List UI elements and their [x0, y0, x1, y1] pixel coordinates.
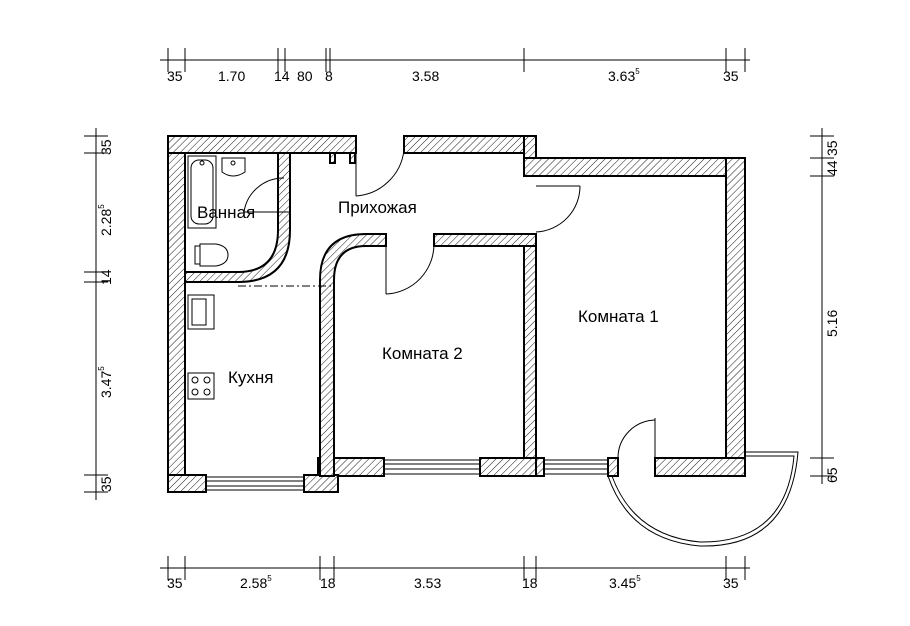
wall-room1-right	[725, 157, 746, 477]
wall-top-outer-b	[403, 135, 537, 154]
windows	[205, 459, 609, 491]
wall-kitchen-bottom-a	[167, 474, 207, 493]
window-room1	[543, 459, 609, 475]
dimensions-bottom: 35 2.585 18 3.53 18 3.455 35	[167, 574, 739, 591]
dim-label: 3.58	[412, 68, 439, 84]
room-label-hallway: Прихожая	[338, 198, 417, 217]
wall-kitchen-bottom-b	[303, 474, 339, 493]
wall-room1-bottom-a	[535, 457, 545, 477]
dim-label: 18	[320, 575, 336, 591]
toilet-icon	[199, 243, 229, 267]
wall-room2-top	[433, 233, 537, 247]
room-label-kitchen: Кухня	[228, 368, 274, 387]
bathtub	[187, 155, 217, 229]
wall-top-outer-a	[167, 135, 357, 154]
room-label-bathroom: Ванная	[197, 203, 255, 222]
dimensions-left: 35 2.285 14 3.475 35	[97, 139, 114, 492]
dim-label: 35	[98, 139, 114, 155]
wall-room1-top	[523, 157, 746, 177]
dimension-lines	[84, 48, 834, 580]
dim-label: 3.53	[414, 575, 441, 591]
doors	[238, 140, 656, 476]
dim-label: 5.16	[824, 310, 840, 337]
dim-label: 35	[167, 68, 183, 84]
window-kitchen	[205, 476, 305, 491]
dim-label: 14	[274, 68, 290, 84]
dimensions-right: 44 35 5.16 65	[824, 140, 840, 483]
dim-label: 8	[325, 68, 333, 84]
dim-label: 35	[723, 575, 739, 591]
wall-room1-bottom-c	[654, 457, 746, 477]
wall-room2-left	[319, 233, 387, 477]
room-label-room2: Комната 2	[382, 344, 463, 363]
stove-icon	[187, 372, 215, 400]
dim-label: 14	[98, 269, 114, 285]
dim-label: 3.455	[609, 574, 641, 591]
wall-stub-1	[329, 152, 336, 164]
dim-label: 35	[98, 476, 114, 492]
dim-label: 18	[522, 575, 538, 591]
kitchen-fixtures	[187, 294, 215, 400]
wall-bath-right	[184, 152, 291, 283]
dim-label: 3.635	[608, 67, 640, 84]
dim-label: 2.585	[240, 574, 272, 591]
dim-label: 1.70	[218, 68, 245, 84]
sink-icon	[221, 157, 246, 177]
dim-label: 35	[167, 575, 183, 591]
kitchen-sink-icon	[187, 294, 215, 330]
dimensions-top: 35 1.70 14 80 8 3.58 3.635 35	[167, 67, 739, 84]
dim-label: 3.475	[97, 366, 114, 398]
window-room2	[383, 459, 481, 475]
dim-label: 65	[824, 467, 840, 483]
wall-room1-left	[523, 233, 537, 477]
room-label-room1: Комната 1	[578, 307, 659, 326]
wall-room2-bottom-b	[479, 457, 537, 477]
wall-left-outer	[167, 135, 186, 493]
balcony	[607, 451, 799, 547]
dim-label: 44	[824, 160, 840, 176]
wall-stub-2	[349, 152, 356, 164]
dim-label: 2.285	[97, 204, 114, 236]
dim-label: 35	[824, 140, 840, 156]
dim-label: 35	[723, 68, 739, 84]
dim-label: 80	[297, 68, 313, 84]
bathroom-fixtures	[187, 155, 246, 267]
wall-room1-bottom-b	[607, 457, 619, 477]
